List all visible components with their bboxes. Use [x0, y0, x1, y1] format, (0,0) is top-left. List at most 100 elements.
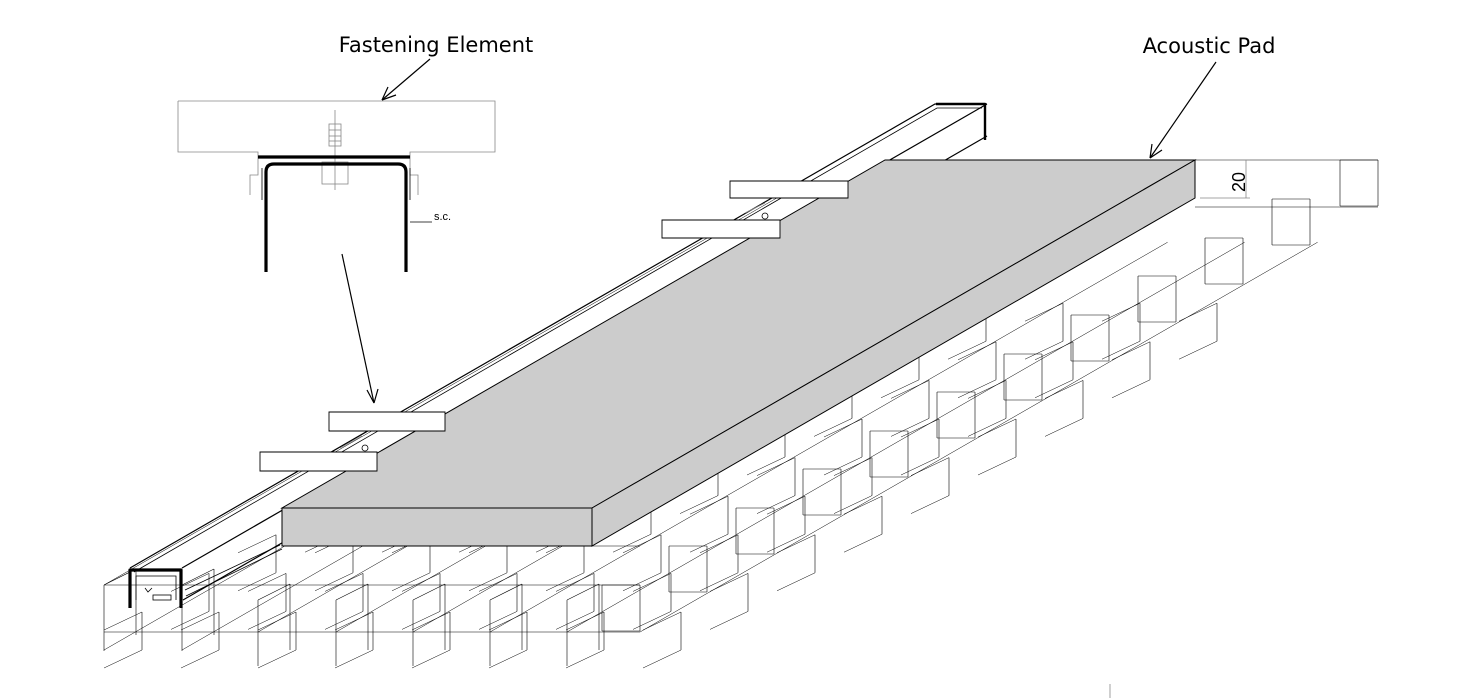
grid-line — [257, 649, 297, 669]
grid-line — [967, 380, 1007, 399]
acoustic-pad-label: Acoustic Pad — [1143, 34, 1276, 58]
clip-upper-1 — [729, 180, 849, 199]
grid-line — [632, 573, 672, 592]
arrow-acoustic-pad — [1149, 61, 1217, 159]
grid-line — [833, 457, 873, 476]
grid-line — [642, 611, 682, 631]
grid-line — [843, 533, 883, 553]
grid-line — [910, 457, 950, 476]
grid-line — [488, 649, 528, 669]
grid-line — [957, 379, 997, 399]
grid-line — [967, 418, 1007, 437]
grid-line — [639, 242, 1318, 633]
grid-line — [237, 572, 277, 592]
grid-line — [622, 534, 662, 554]
grid-line — [401, 611, 441, 630]
grid-line — [247, 611, 287, 630]
grid-line — [488, 611, 528, 631]
grid-line — [776, 534, 816, 554]
grid-line — [103, 195, 782, 586]
grid-line — [833, 495, 873, 514]
grid-line — [103, 649, 143, 669]
grid-line — [411, 611, 451, 631]
grid-line — [257, 583, 291, 601]
grid-line — [900, 456, 940, 476]
grid-line — [180, 649, 220, 669]
grid-line — [1024, 340, 1064, 360]
acoustic-pad — [280, 159, 1197, 547]
grid-line — [756, 495, 796, 514]
grid-line — [632, 611, 672, 630]
grid-line — [910, 495, 950, 514]
grid-line — [170, 573, 210, 592]
grid-line — [813, 418, 853, 437]
grid-line — [1044, 380, 1084, 399]
grid-line — [900, 418, 940, 438]
grid-line — [1101, 340, 1141, 360]
pad-thickness-label: 20 — [1229, 172, 1249, 192]
grid-line — [170, 611, 210, 630]
grid-line — [689, 495, 729, 515]
grid-line — [335, 583, 369, 601]
grid-line — [181, 568, 215, 586]
grid-line — [566, 583, 600, 601]
grid-line — [314, 572, 354, 592]
grid-line — [103, 611, 143, 631]
grid-line — [545, 572, 585, 592]
grid-line — [843, 495, 883, 515]
grid-line — [324, 611, 364, 630]
grid-line — [1044, 418, 1084, 437]
pad-front — [281, 507, 593, 547]
grid-line — [334, 649, 374, 669]
fastening-element-label: Fastening Element — [339, 33, 534, 57]
grid-line — [699, 572, 739, 592]
grid-line — [766, 495, 806, 515]
grid-line — [977, 456, 1017, 476]
grid-line — [776, 572, 816, 592]
grid-line — [1034, 341, 1074, 361]
grid-line — [880, 379, 920, 399]
grid-line — [1111, 379, 1151, 399]
grid-line — [257, 611, 297, 631]
grid-line — [977, 418, 1017, 438]
grid-line — [1101, 302, 1141, 322]
arrow-fastening — [381, 58, 431, 101]
grid-line — [237, 534, 277, 554]
grid-line — [334, 611, 374, 631]
clip-lower-2 — [259, 435, 378, 472]
grid-line — [1024, 302, 1064, 322]
grid-line — [766, 533, 806, 553]
arrow-detail-to-clip — [341, 253, 379, 404]
grid-line — [612, 533, 652, 553]
grid-line — [679, 495, 719, 514]
grid-line — [1178, 302, 1218, 322]
clip-upper-2 — [661, 202, 781, 239]
grid-line — [709, 611, 749, 630]
fastening-element-detail: s.c. — [177, 100, 496, 272]
grid-line — [947, 340, 987, 360]
grid-line — [555, 573, 595, 592]
grid-line — [478, 611, 518, 630]
grid-line — [324, 573, 364, 592]
grid-line — [489, 583, 523, 601]
grid-line — [1034, 379, 1074, 399]
grid-line — [823, 456, 863, 476]
grid-line — [699, 534, 739, 554]
grid-line — [709, 573, 749, 592]
grid-line — [391, 572, 431, 592]
grid-line — [555, 611, 595, 630]
grid-line — [565, 649, 605, 669]
grid-line — [247, 573, 287, 592]
grid-line — [1178, 340, 1218, 360]
grid-line — [412, 583, 446, 601]
grid-line — [478, 573, 518, 592]
grid-line — [890, 418, 930, 437]
grid-line — [622, 572, 662, 592]
grid-line — [565, 611, 605, 631]
spacing-label: s.c. — [434, 211, 451, 223]
grid-line — [401, 573, 441, 592]
grid-line — [823, 418, 863, 438]
grid-line — [642, 649, 682, 669]
